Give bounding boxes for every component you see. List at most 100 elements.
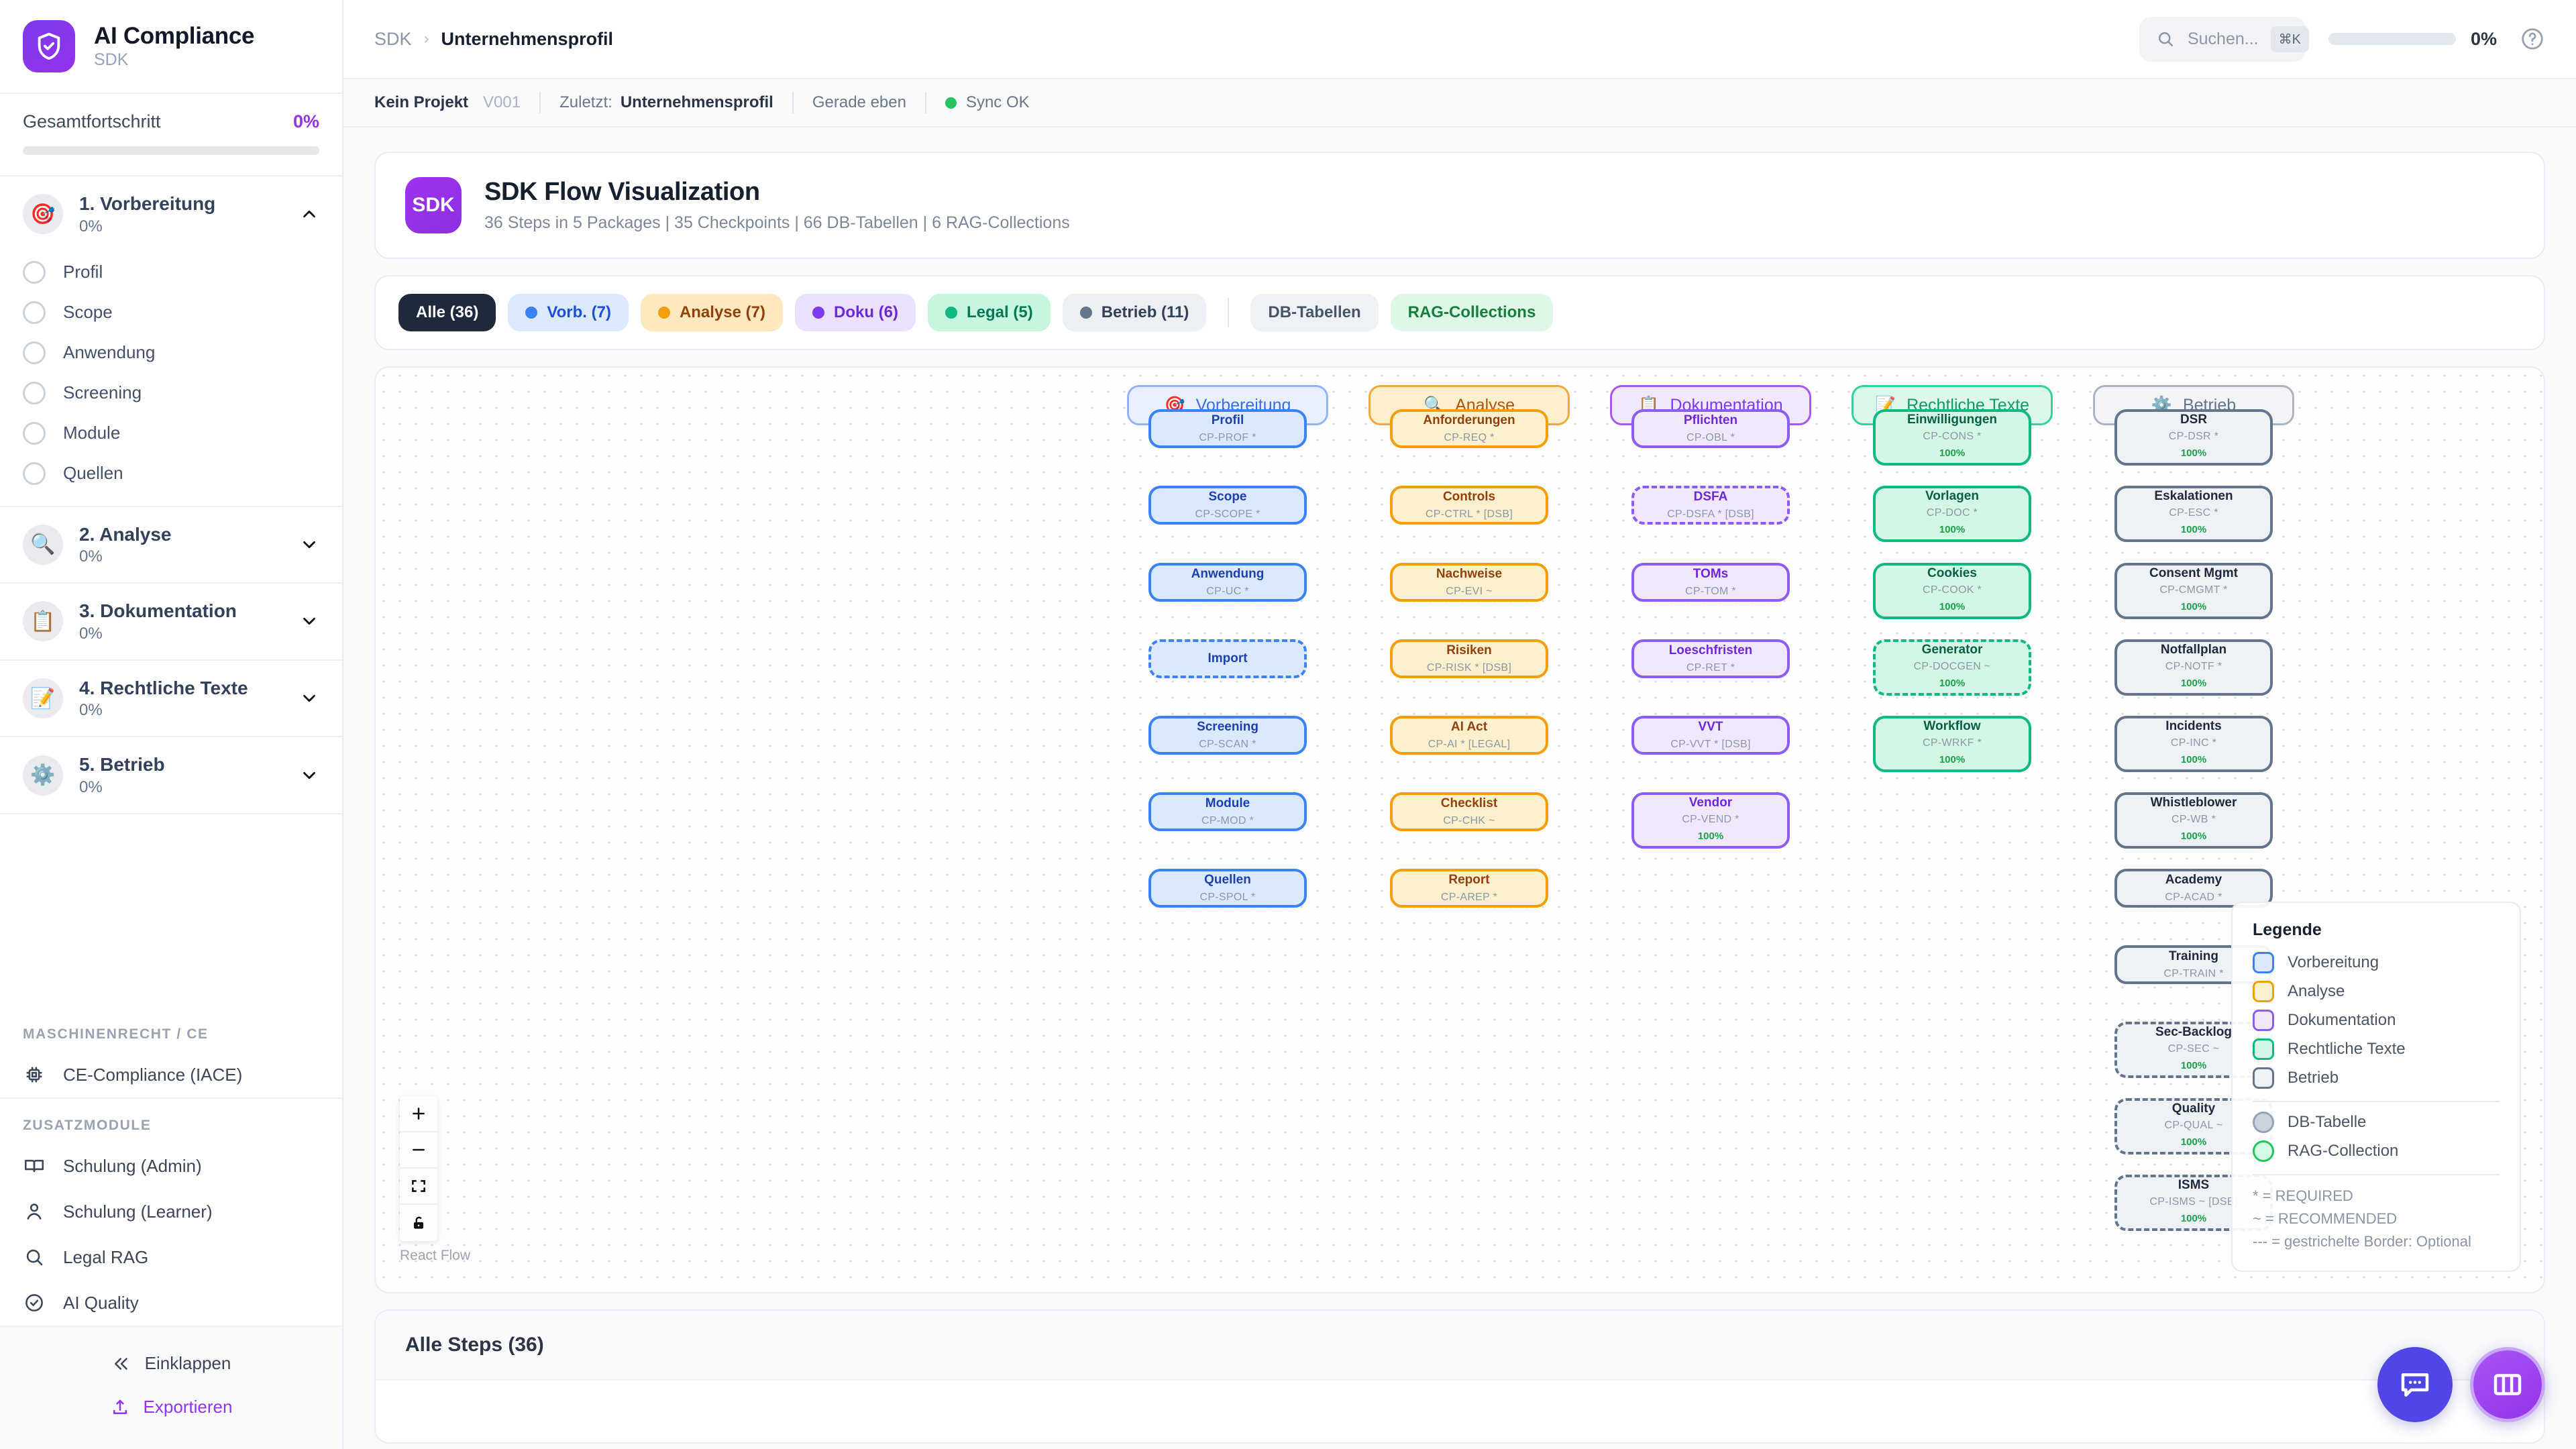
flow-canvas[interactable]: 🎯Vorbereitung🔍Analyse📋Dokumentation📝Rech… [374, 366, 2545, 1293]
lock-button[interactable] [400, 1205, 437, 1241]
sidebar-item-label: Schulung (Admin) [63, 1155, 202, 1176]
filter-chip-5[interactable]: Betrieb (11) [1062, 294, 1207, 331]
lock-open-icon [413, 1216, 424, 1229]
filter-chip-extra-0[interactable]: DB-Tabellen [1250, 294, 1379, 331]
legend-swatch [2253, 1009, 2274, 1031]
node-progress-value: 100% [1939, 754, 1966, 766]
divider [792, 92, 794, 113]
react-flow-attribution[interactable]: React Flow [400, 1248, 471, 1263]
fit-view-button[interactable] [400, 1169, 437, 1205]
sidebar-item-screening[interactable]: Screening [0, 373, 342, 413]
zoom-out-button[interactable] [400, 1132, 437, 1169]
export-button[interactable]: Exportieren [0, 1385, 342, 1429]
search-input[interactable]: Suchen... ⌘K [2139, 16, 2309, 62]
search-placeholder: Suchen... [2187, 29, 2259, 48]
collapse-sidebar-button[interactable]: Einklappen [0, 1342, 342, 1385]
chat-fab[interactable] [2377, 1347, 2453, 1422]
chip-color-dot [1079, 307, 1092, 319]
sidebar-item-profil[interactable]: Profil [0, 252, 342, 292]
filter-chip-3[interactable]: Doku (6) [795, 294, 916, 331]
filter-chip-4[interactable]: Legal (5) [928, 294, 1051, 331]
legend-swatch [2253, 1140, 2274, 1162]
legend-label: RAG-Collection [2288, 1141, 2399, 1160]
flow-node-import[interactable]: Import [1148, 639, 1307, 678]
node-code: CP-INC * [2170, 737, 2217, 749]
sidebar-item-schulung-admin[interactable]: Schulung (Admin) [0, 1143, 342, 1189]
sidebar-item-quellen[interactable]: Quellen [0, 453, 342, 494]
panel-fab[interactable] [2470, 1347, 2545, 1422]
sidebar-item-ce-compliance[interactable]: CE-Compliance (IACE) [0, 1052, 342, 1097]
node-progress-value: 100% [2180, 524, 2207, 536]
node-code: CP-RET * [1686, 661, 1735, 674]
book-icon [24, 1159, 44, 1173]
help-circle-icon[interactable] [2520, 26, 2545, 52]
node-title: Anforderungen [1423, 413, 1515, 428]
header-progress: 0% [2328, 29, 2497, 50]
chevron-down-icon [303, 541, 315, 549]
brand-block[interactable]: AI Compliance SDK [0, 0, 342, 94]
chip-label: Doku (6) [834, 303, 898, 321]
chevron-right-icon: › [423, 30, 429, 48]
sidebar-item-legal-rag[interactable]: Legal RAG [0, 1234, 342, 1280]
node-code: CP-RISK * [DSB] [1426, 661, 1512, 674]
sidebar-item-ai-quality[interactable]: AI Quality [0, 1280, 342, 1326]
node-title: Consent Mgmt [2149, 566, 2238, 580]
sidebar-item-module[interactable]: Module [0, 413, 342, 453]
breadcrumb-root[interactable]: SDK [374, 28, 412, 49]
filter-chip-1[interactable]: Vorb. (7) [508, 294, 629, 331]
filter-chip-extra-1[interactable]: RAG-Collections [1390, 294, 1554, 331]
sidebar-item-schulung-learner[interactable]: Schulung (Learner) [0, 1189, 342, 1234]
sidebar-item-anwendung[interactable]: Anwendung [0, 333, 342, 373]
fit-view-icon [412, 1180, 425, 1192]
sidebar-item-scope[interactable]: Scope [0, 292, 342, 333]
legend-label: Betrieb [2288, 1068, 2339, 1087]
zoom-in-button[interactable] [400, 1096, 437, 1132]
legend-swatch [2253, 1067, 2274, 1089]
filter-chip-0[interactable]: Alle (36) [398, 294, 496, 331]
filter-chip-2[interactable]: Analyse (7) [640, 294, 783, 331]
legend-swatch [2253, 951, 2274, 973]
node-code: CP-OBL * [1686, 431, 1735, 443]
steps-section: Alle Steps (36) [374, 1309, 2545, 1444]
legend-label: DB-Tabelle [2288, 1112, 2367, 1131]
status-bar: Kein Projekt V001 Zuletzt: Unternehmensp… [343, 79, 2576, 127]
node-title: Profil [1211, 413, 1244, 428]
